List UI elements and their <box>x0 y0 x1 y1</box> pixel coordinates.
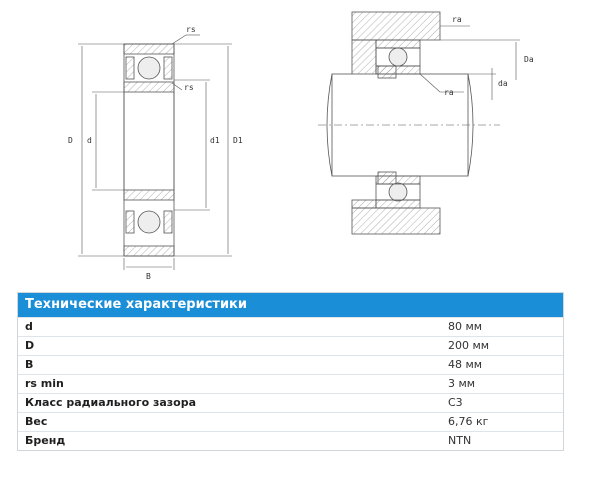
spec-label: Бренд <box>25 434 66 447</box>
label-rs-mid: rs <box>184 83 194 92</box>
spec-label: B <box>25 358 34 371</box>
inner-ring-bottom <box>123 189 175 201</box>
specifications-table: Технические характеристики d 80 мм D 200… <box>17 292 564 451</box>
bearing-cross-section <box>123 43 175 257</box>
label-B: B <box>146 272 151 281</box>
spec-value: 48 мм <box>448 358 483 371</box>
spec-label: d <box>25 320 33 333</box>
table-row: Вес 6,76 кг <box>18 412 563 431</box>
ball-bottom <box>137 210 161 234</box>
spec-value: C3 <box>448 396 463 409</box>
spec-label: Вес <box>25 415 48 428</box>
spec-label: D <box>25 339 35 352</box>
housing-bottom <box>351 207 441 235</box>
label-rs-top: rs <box>186 25 196 34</box>
spec-label: Класс радиального зазора <box>25 396 197 409</box>
spec-value: 3 мм <box>448 377 476 390</box>
spec-label: rs min <box>25 377 64 390</box>
table-row: rs min 3 мм <box>18 374 563 393</box>
ball-top <box>137 56 161 80</box>
label-d: d <box>87 136 92 145</box>
label-ra-top: ra <box>452 15 462 24</box>
mounting-cross-section <box>326 11 474 235</box>
table-row: d 80 мм <box>18 317 563 336</box>
spec-value: 80 мм <box>448 320 483 333</box>
label-ra-mid: ra <box>444 88 454 97</box>
table-row: B 48 мм <box>18 355 563 374</box>
outer-ring-bottom <box>123 245 175 257</box>
table-row: Класс радиального зазора C3 <box>18 393 563 412</box>
spec-value: 6,76 кг <box>448 415 489 428</box>
right-dimension-lines <box>318 25 520 126</box>
label-Da: Da <box>524 55 534 64</box>
specs-title: Технические характеристики <box>18 293 563 317</box>
label-D1: D1 <box>233 136 243 145</box>
outer-ring-top <box>123 43 175 55</box>
label-D: D <box>68 136 73 145</box>
housing-top <box>351 11 441 41</box>
table-row: D 200 мм <box>18 336 563 355</box>
left-dimension-lines <box>78 34 232 270</box>
label-da: da <box>498 79 508 88</box>
inner-ring-top <box>123 81 175 93</box>
spec-value: 200 мм <box>448 339 490 352</box>
bearing-drawing: rs rs D d d1 D1 B ra ra <box>68 11 534 281</box>
bearing-diagram-svg: rs rs D d d1 D1 B ra ra <box>68 11 534 281</box>
label-d1: d1 <box>210 136 220 145</box>
table-row: Бренд NTN <box>18 431 563 450</box>
spec-value: NTN <box>448 434 472 447</box>
